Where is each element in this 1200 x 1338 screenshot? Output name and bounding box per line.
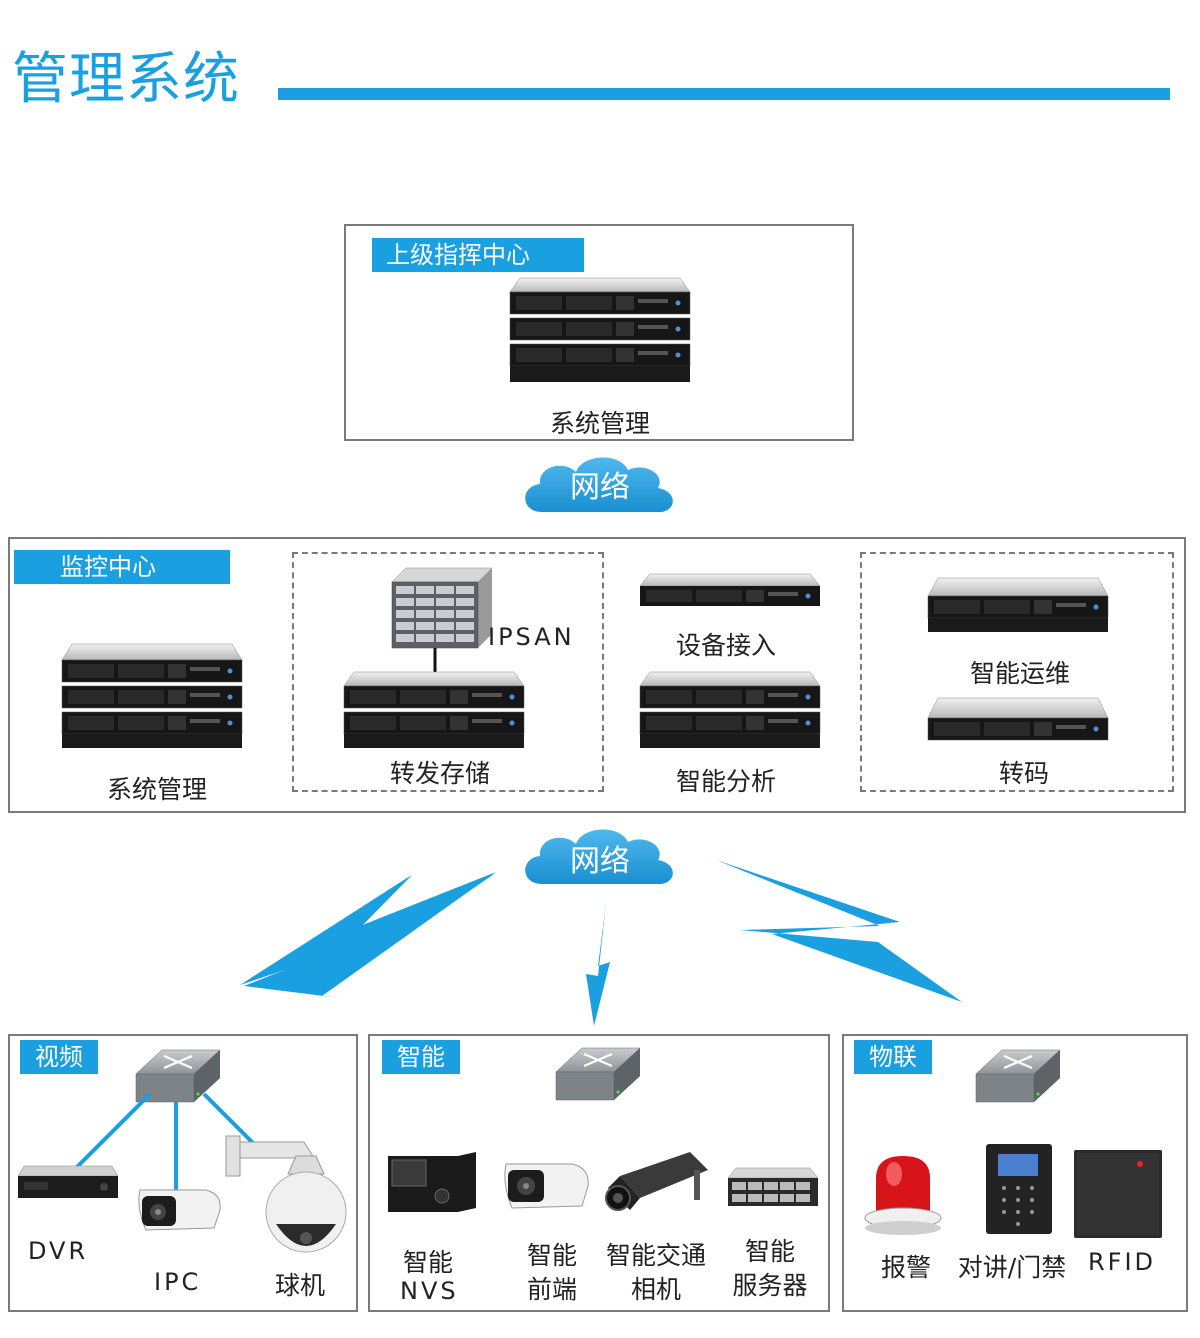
alarm-label: 报警	[880, 1253, 931, 1282]
ops-group	[860, 552, 1174, 792]
intercom-label: 对讲/门禁	[957, 1253, 1067, 1282]
storage-group	[292, 552, 604, 792]
command-center-server-label: 系统管理	[549, 409, 650, 438]
nvs-device-icon	[388, 1152, 476, 1212]
nvs-label-line2: NVS	[400, 1277, 459, 1305]
video-tag: 视频	[20, 1040, 98, 1074]
dvr-icon	[17, 1165, 119, 1198]
front-label-line2: 前端	[526, 1275, 577, 1304]
server-icon	[927, 697, 1109, 741]
network-bottom-label: 网络	[570, 844, 630, 879]
server-icon	[927, 577, 1109, 632]
smart-analysis-label: 智能分析	[675, 767, 776, 796]
smart-tag: 智能	[382, 1040, 460, 1074]
smart-ops-label: 智能运维	[969, 659, 1070, 688]
monitor-center-tag: 监控中心	[14, 550, 230, 584]
server-stack-icon	[343, 671, 525, 748]
system-mgmt-label: 系统管理	[106, 775, 207, 804]
forward-storage-label: 转发存储	[389, 759, 490, 788]
transcode-label: 转码	[998, 759, 1049, 788]
ipc-label: IPC	[154, 1268, 202, 1296]
network-top-label: 网络	[570, 470, 630, 505]
server-stack-icon	[639, 671, 821, 748]
device-access-label: 设备接入	[675, 631, 776, 660]
smart-server-icon	[727, 1167, 819, 1206]
ipc-camera-icon	[138, 1189, 221, 1231]
traffic-label-line1: 智能交通	[605, 1241, 706, 1270]
traffic-camera-icon	[605, 1152, 708, 1211]
server-label-line2: 服务器	[732, 1271, 808, 1300]
server-label-line1: 智能	[744, 1237, 795, 1266]
rfid-label: RFID	[1088, 1248, 1157, 1276]
storage-array-icon	[391, 567, 493, 676]
rfid-reader-icon	[1074, 1150, 1162, 1238]
dome-camera-icon	[225, 1135, 347, 1253]
iot-tag: 物联	[854, 1040, 932, 1074]
title-underline	[278, 88, 1170, 100]
command-center-tag: 上级指挥中心	[372, 238, 584, 272]
traffic-label-line2: 相机	[630, 1275, 681, 1304]
network-switch-icon	[974, 1048, 1062, 1104]
server-stack-icon	[61, 643, 243, 748]
smart-front-camera-icon	[504, 1163, 589, 1209]
dvr-label: DVR	[28, 1237, 89, 1265]
ipsan-label: IPSAN	[488, 623, 575, 651]
page-title: 管理系统	[12, 47, 240, 112]
nvs-label-line1: 智能	[402, 1248, 453, 1277]
alarm-siren-icon	[864, 1156, 942, 1235]
network-switch-icon	[554, 1046, 642, 1102]
network-cloud-icon	[525, 457, 673, 513]
server-stack-icon	[509, 277, 691, 382]
front-label-line1: 智能	[526, 1241, 577, 1270]
network-cloud-icon	[525, 829, 673, 885]
access-control-icon	[986, 1144, 1052, 1234]
dome-label: 球机	[274, 1271, 325, 1300]
